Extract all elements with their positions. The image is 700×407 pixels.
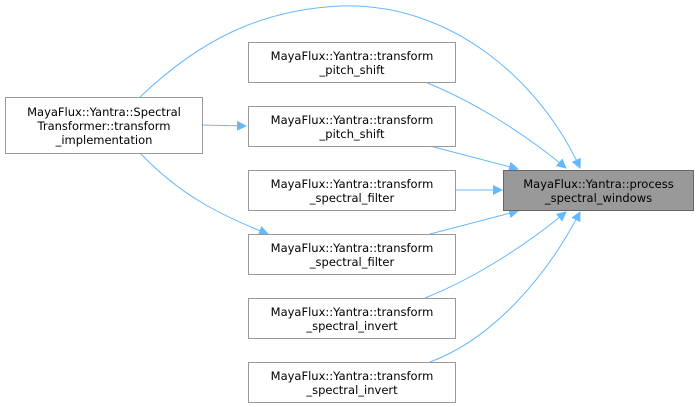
- node-spectral-transformer-transform-implementation[interactable]: MayaFlux::Yantra::Spectral Transformer::…: [5, 97, 203, 154]
- node-label: MayaFlux::Yantra::transform: [270, 112, 434, 127]
- node-process-spectral-windows: MayaFlux::Yantra::process _spectral_wind…: [503, 170, 694, 211]
- node-label: _spectral_filter: [309, 254, 395, 269]
- node-label: _pitch_shift: [319, 126, 385, 141]
- edge-caller4-to-target: [429, 208, 519, 235]
- edge-root-to-caller4: [139, 152, 269, 236]
- edge-caller1-to-target: [424, 81, 567, 169]
- node-label: _pitch_shift: [319, 62, 385, 77]
- node-label: MayaFlux::Yantra::transform: [270, 368, 434, 383]
- node-label: Transformer::transform: [37, 118, 171, 133]
- node-label: MayaFlux::Yantra::transform: [270, 48, 434, 63]
- node-transform-spectral-filter-1[interactable]: MayaFlux::Yantra::transform _spectral_fi…: [248, 170, 456, 211]
- node-label: _spectral_invert: [306, 318, 398, 333]
- node-label: MayaFlux::Yantra::process: [523, 176, 674, 191]
- edge-caller5-to-target: [424, 211, 567, 299]
- node-label: _spectral_windows: [544, 190, 653, 205]
- node-transform-spectral-filter-2[interactable]: MayaFlux::Yantra::transform _spectral_fi…: [248, 234, 456, 275]
- node-transform-pitch-shift-2[interactable]: MayaFlux::Yantra::transform _pitch_shift: [248, 106, 456, 147]
- node-transform-spectral-invert-2[interactable]: MayaFlux::Yantra::transform _spectral_in…: [248, 362, 456, 403]
- node-label: MayaFlux::Yantra::transform: [270, 176, 434, 191]
- node-label: MayaFlux::Yantra::Spectral: [27, 104, 181, 119]
- edge-caller2-to-target: [429, 145, 519, 172]
- node-transform-spectral-invert-1[interactable]: MayaFlux::Yantra::transform _spectral_in…: [248, 298, 456, 339]
- edge-root-to-caller2: [201, 120, 247, 131]
- node-label: MayaFlux::Yantra::transform: [270, 304, 434, 319]
- node-label: _implementation: [55, 132, 153, 147]
- node-label: MayaFlux::Yantra::transform: [270, 240, 434, 255]
- edge-caller6-to-target: [429, 211, 581, 363]
- node-transform-pitch-shift-1[interactable]: MayaFlux::Yantra::transform _pitch_shift: [248, 42, 456, 83]
- node-label: _spectral_filter: [309, 190, 395, 205]
- node-label: _spectral_invert: [306, 382, 398, 397]
- edge-root-to-target: [139, 5, 581, 169]
